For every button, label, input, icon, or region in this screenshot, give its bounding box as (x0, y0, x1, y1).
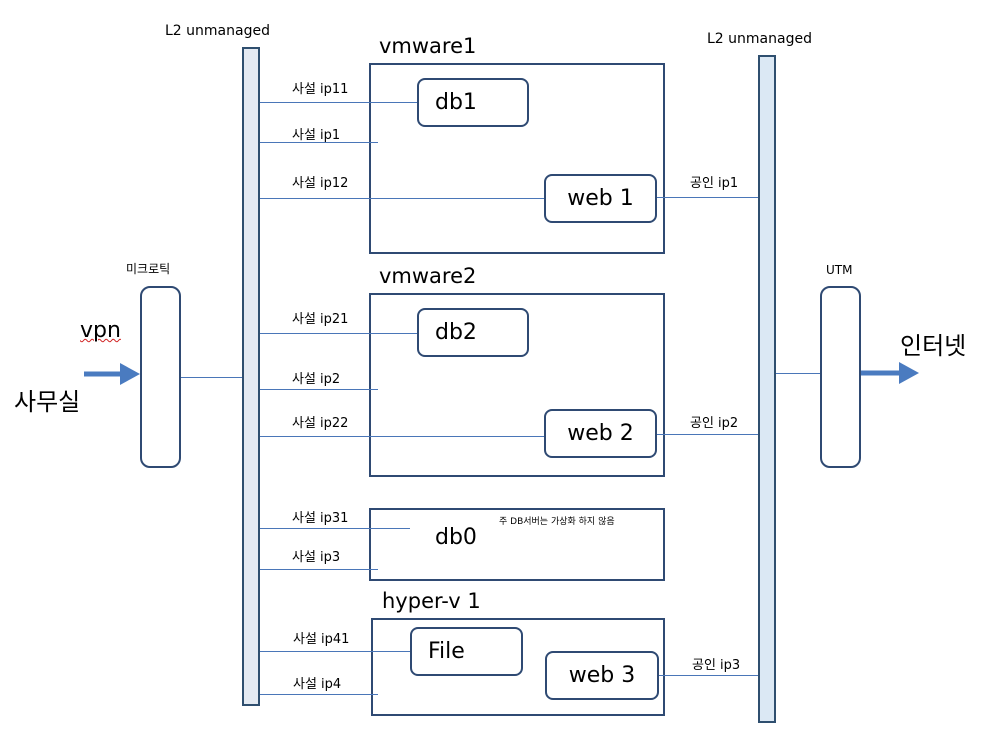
file-label: File (428, 639, 465, 664)
internet-arrow-icon (861, 362, 919, 384)
web1-label: web 1 (567, 186, 634, 211)
vmware1-title: vmware1 (379, 34, 477, 58)
db2-label: db2 (435, 320, 477, 345)
web3-label: web 3 (568, 663, 636, 688)
db0-label: db0 (435, 525, 477, 550)
microtik-router (140, 286, 181, 468)
db0-host (369, 508, 665, 581)
file-vm: File (410, 627, 523, 676)
vmware1-ip-host-label: 사설 ip1 (292, 128, 341, 143)
db2-vm: db2 (417, 308, 529, 357)
db1-label: db1 (435, 90, 477, 115)
db1-vm: db1 (417, 78, 529, 127)
hyperv1-title: hyper-v 1 (382, 589, 481, 613)
vmware2-ip-web-label: 사설 ip22 (292, 416, 349, 431)
vmware1-ip-web-label: 사설 ip12 (292, 176, 349, 191)
hyperv1-public-ip-label: 공인 ip3 (692, 658, 741, 673)
vmware1-public-ip-label: 공인 ip1 (690, 176, 739, 191)
hyperv1-ip-file-label: 사설 ip41 (293, 632, 350, 647)
right-switch-label: L2 unmanaged (707, 31, 812, 47)
db0-host-line (260, 569, 378, 570)
db0-ip-host-label: 사설 ip3 (292, 550, 341, 565)
utm-device (820, 286, 861, 468)
web3-public-line (659, 675, 758, 676)
hyperv1-file-line (260, 651, 410, 652)
web1-vm: web 1 (544, 174, 657, 223)
db0-note: 주 DB서버는 가상화 하지 않음 (499, 517, 615, 527)
db0-db-line (260, 528, 410, 529)
vmware2-db-line (260, 333, 417, 334)
vmware1-web-line (260, 198, 544, 199)
web2-vm: web 2 (544, 409, 657, 458)
web2-public-line (657, 434, 758, 435)
vmware2-ip-host-label: 사설 ip2 (292, 372, 341, 387)
vmware2-ip-db-label: 사설 ip21 (292, 312, 349, 327)
vpn-label: vpn (80, 318, 121, 343)
vmware1-db-line (260, 102, 417, 103)
left-l2-switch (242, 47, 260, 706)
switch-to-utm-line (776, 373, 820, 374)
right-l2-switch (758, 55, 776, 723)
internet-label: 인터넷 (900, 332, 967, 360)
web2-label: web 2 (567, 421, 634, 446)
microtik-label: 미크로틱 (126, 262, 171, 276)
vmware2-public-ip-label: 공인 ip2 (690, 416, 739, 431)
vmware2-title: vmware2 (379, 264, 477, 288)
utm-label: UTM (826, 263, 853, 277)
web3-vm: web 3 (545, 651, 659, 700)
vmware2-web-line (260, 436, 544, 437)
vmware2-host-line (260, 389, 378, 390)
vmware1-ip-db-label: 사설 ip11 (292, 82, 349, 97)
microtik-to-switch-line (181, 377, 242, 378)
office-arrow-icon (84, 363, 140, 385)
vmware1-host-line (260, 142, 378, 143)
left-switch-label: L2 unmanaged (165, 23, 270, 39)
hyperv1-host-line (260, 694, 378, 695)
web1-public-line (657, 197, 758, 198)
db0-ip-db-label: 사설 ip31 (292, 511, 349, 526)
office-label: 사무실 (14, 388, 81, 416)
hyperv1-ip-host-label: 사설 ip4 (293, 677, 342, 692)
